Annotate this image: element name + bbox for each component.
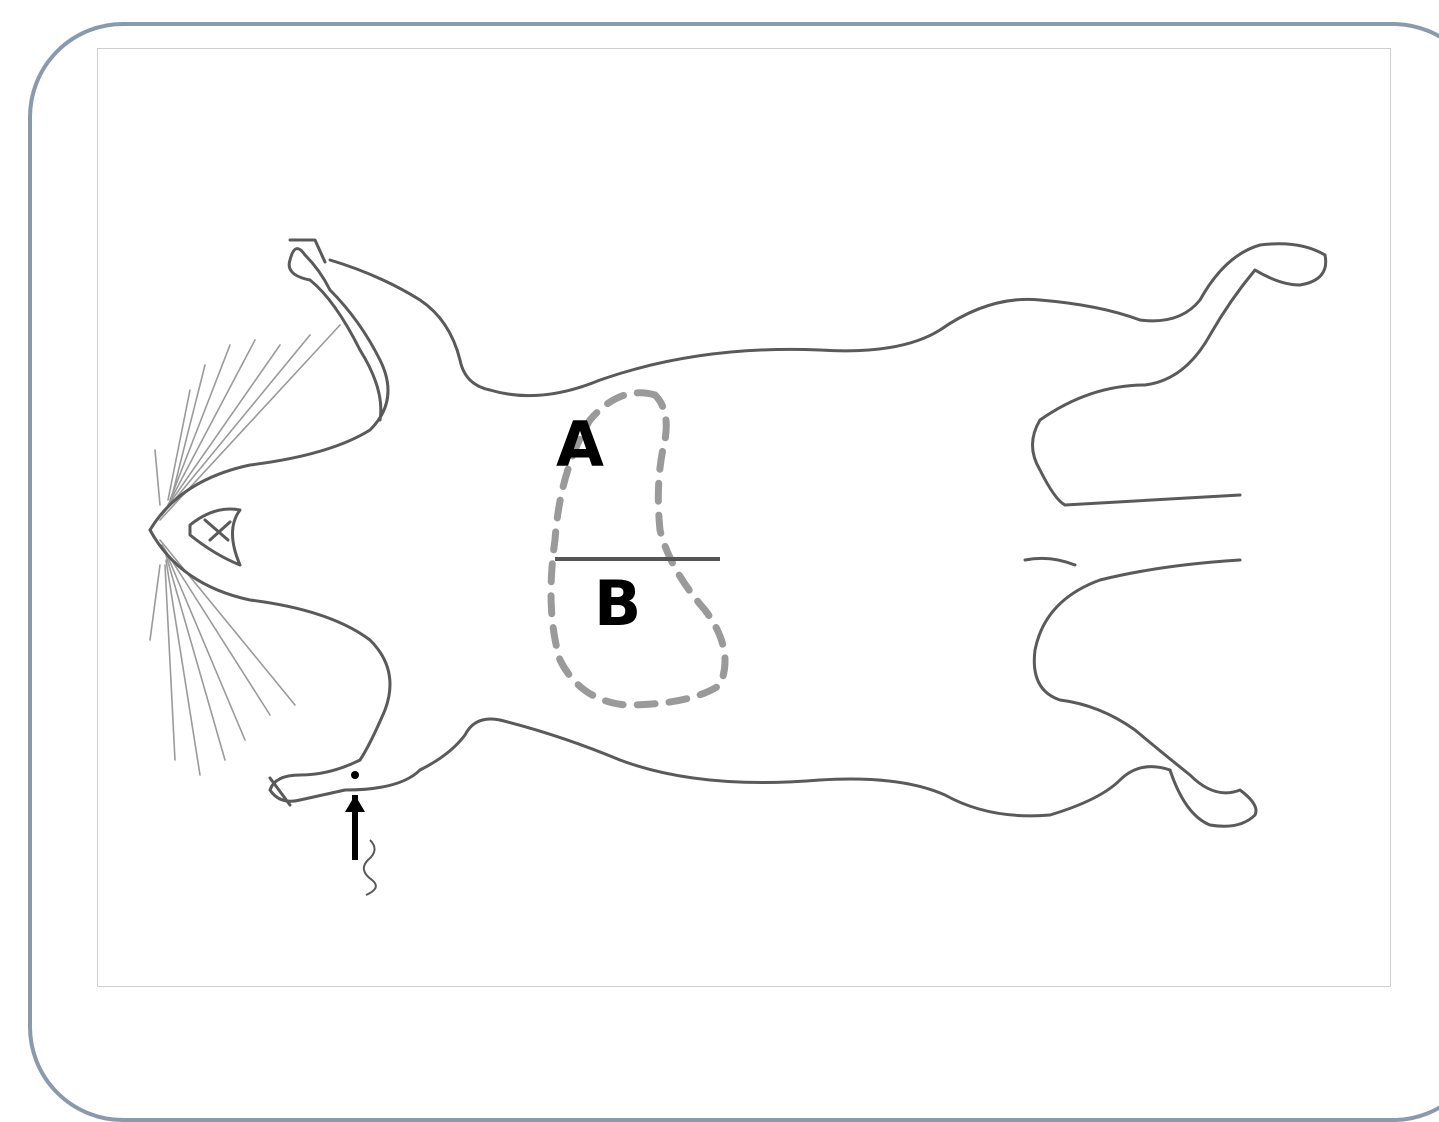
body-outline <box>330 244 1326 827</box>
whiskers <box>150 325 340 775</box>
region-a-label: A <box>556 408 604 481</box>
animal-diagram: A B <box>0 0 1439 1063</box>
front-right-leg <box>270 760 420 805</box>
region-b-label: B <box>594 567 641 640</box>
